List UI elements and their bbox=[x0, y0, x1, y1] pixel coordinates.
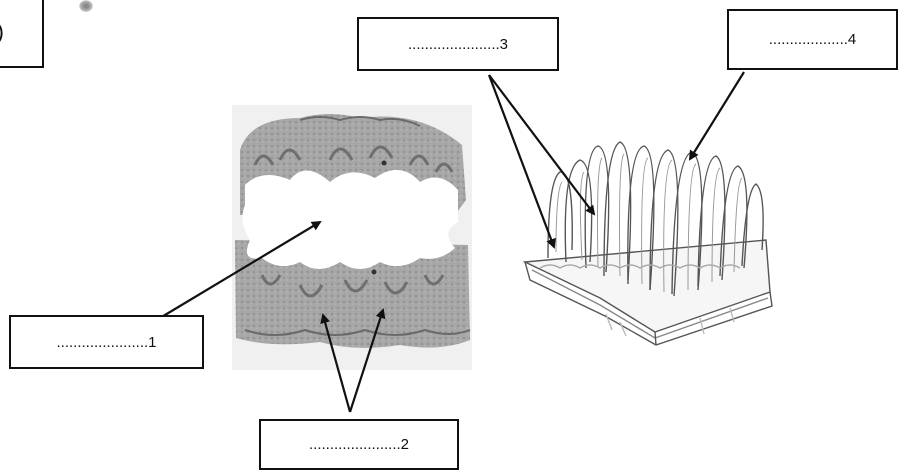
label-box-4: ...................4 bbox=[727, 9, 898, 70]
intestine-cross-section-micrograph bbox=[232, 105, 472, 370]
label-text-3: ......................3 bbox=[408, 36, 508, 53]
label-box-1: ......................1 bbox=[9, 315, 204, 369]
label-box-3: ......................3 bbox=[357, 17, 559, 71]
label-text-2: ......................2 bbox=[309, 436, 409, 453]
label-text-4: ...................4 bbox=[769, 31, 857, 48]
label-box-2: ......................2 bbox=[259, 419, 459, 470]
label-text-1: ......................1 bbox=[56, 334, 156, 351]
